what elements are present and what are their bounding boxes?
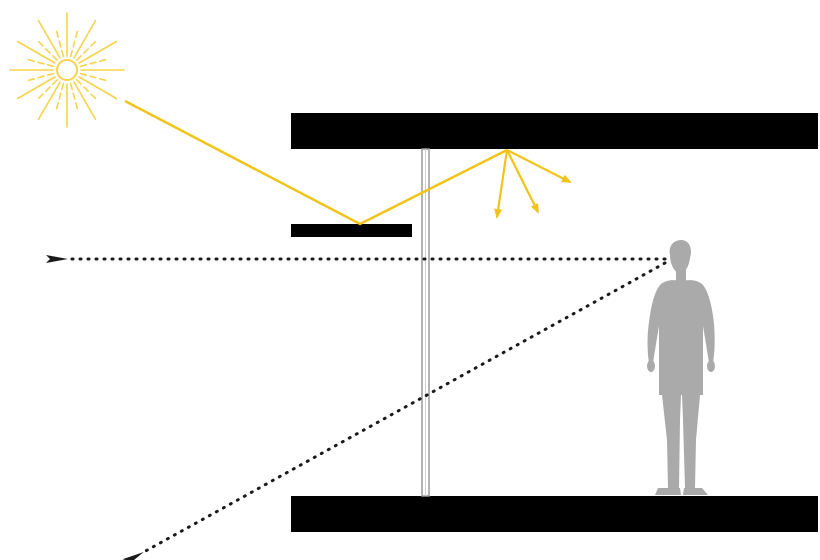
sun-ray	[69, 82, 79, 110]
ceiling-slab	[291, 113, 818, 149]
sun-ray	[37, 40, 58, 61]
sunlight-ray	[124, 99, 508, 226]
sun-ray	[16, 76, 56, 100]
sun-ray	[76, 40, 97, 61]
sun-ray	[55, 30, 65, 58]
sun-ray	[76, 79, 97, 100]
sun-ray	[79, 58, 107, 68]
sun-ray	[27, 58, 55, 68]
sun-ray	[73, 19, 97, 59]
sun-ray	[37, 81, 61, 121]
sun-ray	[37, 79, 58, 100]
diffused-light-rays	[494, 149, 572, 219]
sun-ray	[37, 19, 61, 59]
sun-ray	[73, 81, 97, 121]
sun-ray	[55, 82, 65, 110]
sun-icon	[9, 12, 125, 128]
sun-ray	[69, 30, 79, 58]
sun-ray	[16, 40, 56, 64]
sun-ray	[78, 40, 118, 64]
downward-sightline	[122, 261, 667, 560]
sun-ray	[78, 76, 118, 100]
person-silhouette	[647, 240, 715, 495]
sun-ray	[79, 72, 107, 82]
floor-slab	[291, 496, 818, 532]
sun-ray	[27, 72, 55, 82]
window-glazing	[421, 148, 430, 497]
light-shelf	[291, 224, 412, 237]
